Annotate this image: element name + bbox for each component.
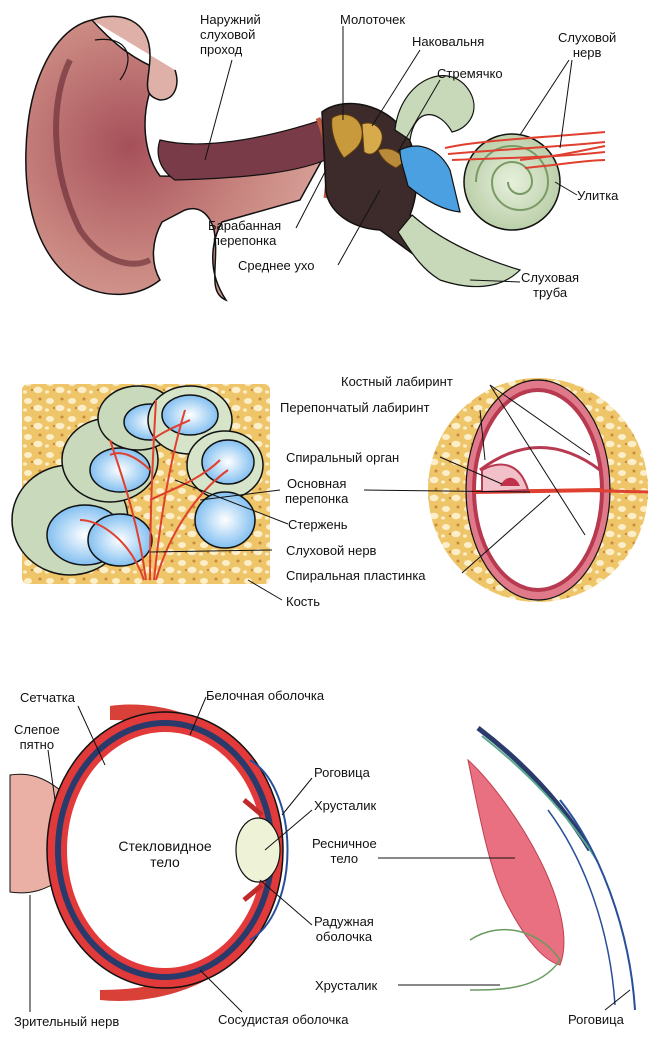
cochlea-section-right <box>363 378 649 602</box>
label-blind-spot: Слепое пятно <box>14 722 60 752</box>
pinna <box>25 19 324 302</box>
cochlea-section-left <box>11 384 289 601</box>
right-nerve <box>569 488 649 494</box>
reissner-membrane <box>479 446 601 472</box>
label-retina: Сетчатка <box>20 690 76 705</box>
ear-leaders <box>204 26 578 283</box>
vitreous-body <box>67 732 263 968</box>
label-optic-nerve: Зрительный нерв <box>14 1014 120 1029</box>
label-malleus: Молоточек <box>340 12 406 27</box>
label-cornea: Роговица <box>314 765 370 780</box>
label-lens: Хрусталик <box>314 798 377 813</box>
label-sclera: Белочная оболочка <box>206 688 325 703</box>
lens <box>235 817 281 883</box>
label-modiolus: Стержень <box>288 517 348 532</box>
semicircular-canals <box>394 75 475 142</box>
label-eardrum: Барабанная перепонка <box>208 218 282 248</box>
sclera-strip-2 <box>481 735 599 863</box>
pinna-antihelix <box>53 58 152 267</box>
auditory-nerve <box>444 131 606 169</box>
label-bone: Кость <box>286 594 321 609</box>
cornea-detail-2 <box>547 809 616 1006</box>
label-middle-ear: Среднее ухо <box>238 258 315 273</box>
ciliary-detail <box>378 726 636 1011</box>
ciliary-leaders <box>378 857 631 1011</box>
pinna-fold <box>94 38 129 81</box>
label-spiral-organ: Спиральный орган <box>286 450 400 465</box>
ossicles <box>331 114 405 169</box>
label-bony-labyrinth: Костный лабиринт <box>341 374 453 389</box>
spiral-organ <box>500 477 520 486</box>
eye-leaders <box>29 696 313 1013</box>
vestibule-blue <box>399 145 461 213</box>
label-stapes: Стремячко <box>437 66 503 81</box>
label-vitreous-body: Стекловидное тело <box>118 838 212 870</box>
label-membranous-labyrinth: Перепончатый лабиринт <box>280 400 430 415</box>
label-cornea-2: Роговица <box>568 1012 624 1027</box>
label-iris: Радужная оболочка <box>314 914 374 944</box>
cochlea-right-leaders <box>363 384 591 574</box>
ciliary-body <box>467 758 565 966</box>
label-eustachian-tube: Слуховая труба <box>521 270 580 300</box>
label-external-canal: Наружний слуховой проход <box>200 12 261 57</box>
label-spiral-lamina: Спиральная пластинка <box>286 568 426 583</box>
cornea-detail <box>559 799 636 1011</box>
label-auditory-nerve: Слуховой нерв <box>558 30 617 60</box>
label-lens-2: Хрусталик <box>315 978 378 993</box>
label-choroid: Сосудистая оболочка <box>218 1012 349 1027</box>
pinna-helix <box>91 15 178 101</box>
label-cochlea: Улитка <box>577 188 619 203</box>
label-incus: Наковальня <box>412 34 485 49</box>
cochlea-left-leaders <box>149 479 289 601</box>
iris <box>242 798 264 902</box>
cornea <box>249 759 289 941</box>
eye-diagram <box>9 696 313 1013</box>
eustachian-tube <box>397 214 522 288</box>
label-basilar-membrane: Основная перепонка <box>285 476 349 506</box>
lens-detail <box>469 928 561 991</box>
ear-canal <box>157 119 331 181</box>
ear-diagram <box>25 15 606 302</box>
label-ciliary-body: Ресничное тело <box>312 836 377 866</box>
label-auditory-nerve-2: Слуховой нерв <box>286 543 377 558</box>
